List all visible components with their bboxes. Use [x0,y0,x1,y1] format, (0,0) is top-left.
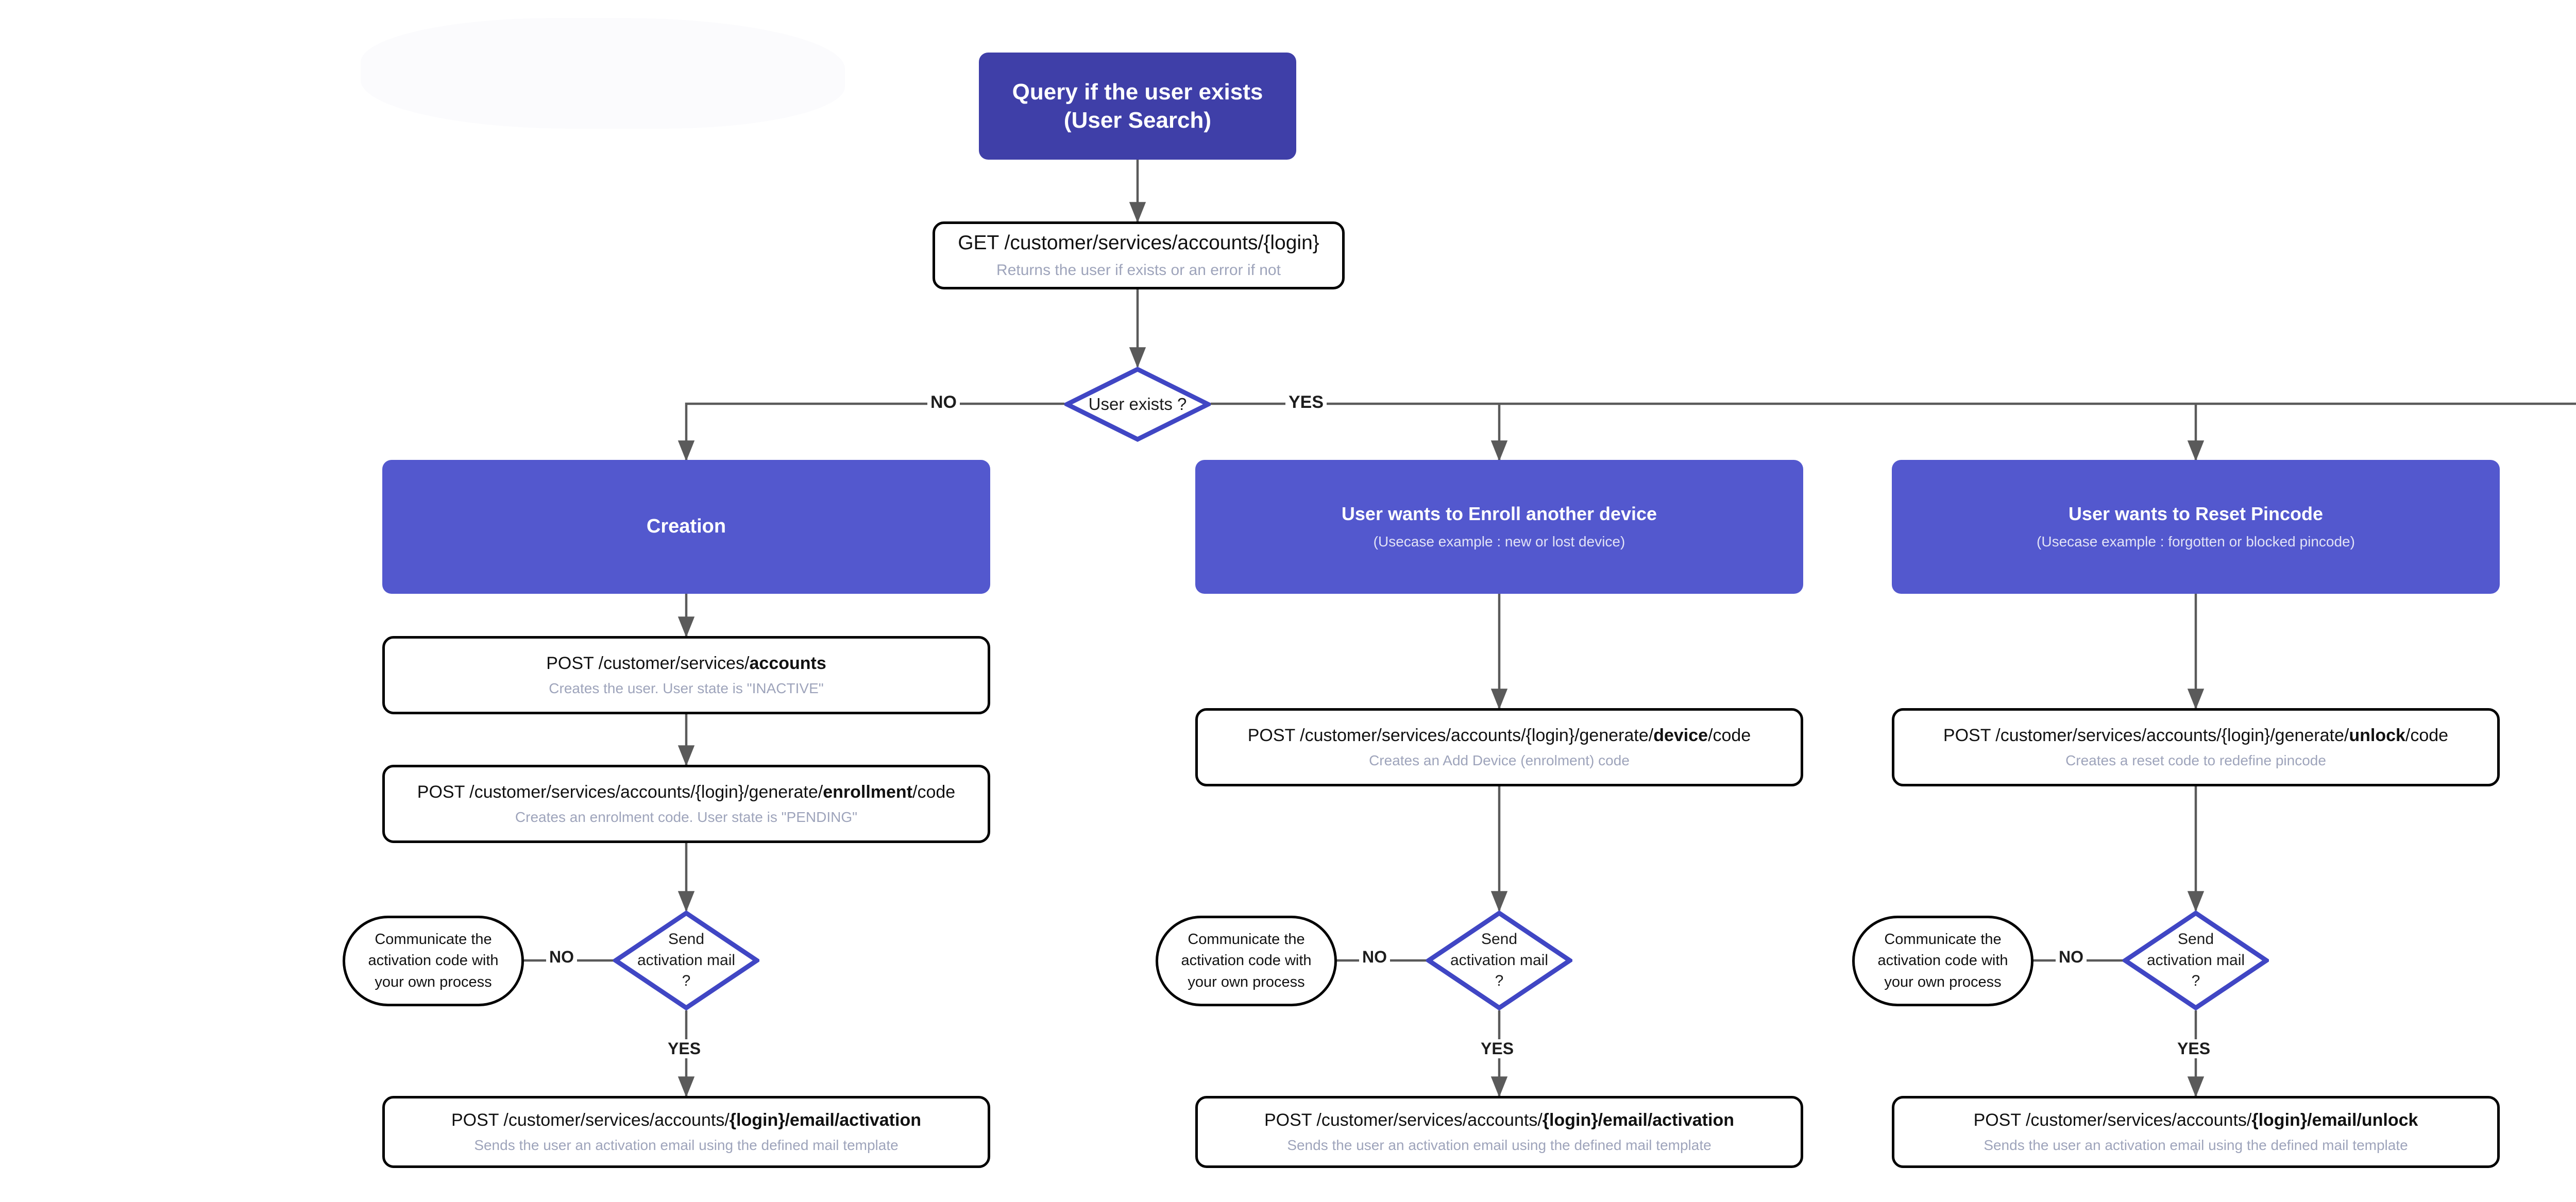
terminator-manual-reset[interactable]: Communicate the activation code with you… [1852,916,2033,1006]
background-watermark-blob [361,18,845,129]
step-email-activation-creation-title: POST /customer/services/accounts/{login}… [451,1110,921,1130]
step-email-activation-enroll-title: POST /customer/services/accounts/{login}… [1264,1110,1734,1130]
get-user-node[interactable]: GET /customer/services/accounts/{login} … [933,221,1345,289]
header-enroll-device[interactable]: User wants to Enroll another device (Use… [1195,460,1803,594]
edge-label-mail-yes-creation: YES [665,1039,704,1058]
edge-label-mail-yes-enroll: YES [1478,1039,1517,1058]
terminator-manual-enroll[interactable]: Communicate the activation code with you… [1156,916,1337,1006]
decision-user-exists-shape [1061,366,1214,442]
get-user-subtitle: Returns the user if exists or an error i… [996,262,1281,279]
edge-label-user-exists-yes: YES [1285,392,1327,413]
header-reset-pincode-title: User wants to Reset Pincode [2068,503,2324,525]
step-generate-unlock-code-title: POST /customer/services/accounts/{login}… [1943,725,2449,745]
get-user-title: GET /customer/services/accounts/{login} [958,231,1319,254]
edge-label-mail-yes-reset: YES [2174,1039,2214,1058]
step-email-unlock-reset-subtitle: Sends the user an activation email using… [1984,1137,2408,1154]
start-title-line1: Query if the user exists [1012,79,1263,105]
terminator-manual-reset-line3: your own process [1884,973,2002,990]
terminator-manual-creation[interactable]: Communicate the activation code with you… [343,916,524,1006]
header-enroll-device-subtitle: (Usecase example : new or lost device) [1373,534,1625,550]
header-creation[interactable]: Creation [382,460,990,594]
header-enroll-device-title: User wants to Enroll another device [1341,503,1657,525]
terminator-manual-enroll-line3: your own process [1188,973,1305,990]
edge-label-user-exists-no: NO [927,392,960,413]
terminator-manual-reset-line2: activation code with [1877,952,2008,969]
step-email-activation-creation-subtitle: Sends the user an activation email using… [474,1137,899,1154]
step-generate-unlock-code-subtitle: Creates a reset code to redefine pincode [2065,752,2326,769]
start-title-line2: (User Search) [1063,108,1212,133]
terminator-manual-enroll-line1: Communicate the [1188,931,1305,948]
step-email-activation-enroll[interactable]: POST /customer/services/accounts/{login}… [1195,1096,1803,1168]
step-generate-enrollment-code-title: POST /customer/services/accounts/{login}… [417,782,956,802]
step-generate-device-code-title: POST /customer/services/accounts/{login}… [1247,725,1751,745]
header-reset-pincode[interactable]: User wants to Reset Pincode (Usecase exa… [1892,460,2500,594]
start-node[interactable]: Query if the user exists (User Search) [979,53,1296,160]
step-email-activation-enroll-subtitle: Sends the user an activation email using… [1287,1137,1711,1154]
step-generate-unlock-code[interactable]: POST /customer/services/accounts/{login}… [1892,708,2500,786]
terminator-manual-creation-line2: activation code with [368,952,499,969]
step-create-account[interactable]: POST /customer/services/accounts Creates… [382,636,990,714]
decision-send-mail-reset-shape [2121,910,2271,1011]
step-generate-enrollment-code[interactable]: POST /customer/services/accounts/{login}… [382,765,990,843]
decision-send-mail-enroll[interactable]: Send activation mail ? [1424,910,1574,1011]
step-create-account-subtitle: Creates the user. User state is "INACTIV… [549,680,824,697]
terminator-manual-creation-line3: your own process [375,973,492,990]
edge-label-mail-no-enroll: NO [1359,948,1390,967]
step-generate-enrollment-code-subtitle: Creates an enrolment code. User state is… [515,809,858,826]
step-generate-device-code[interactable]: POST /customer/services/accounts/{login}… [1195,708,1803,786]
header-creation-title: Creation [646,516,726,538]
terminator-manual-creation-line1: Communicate the [375,931,492,948]
edge-label-mail-no-reset: NO [2056,948,2087,967]
decision-user-exists[interactable]: User exists ? [1061,366,1214,442]
step-email-activation-creation[interactable]: POST /customer/services/accounts/{login}… [382,1096,990,1168]
step-generate-device-code-subtitle: Creates an Add Device (enrolment) code [1369,752,1630,769]
step-email-unlock-reset[interactable]: POST /customer/services/accounts/{login}… [1892,1096,2500,1168]
header-reset-pincode-subtitle: (Usecase example : forgotten or blocked … [2037,534,2355,550]
decision-send-mail-reset[interactable]: Send activation mail ? [2121,910,2271,1011]
edge-label-mail-no-creation: NO [546,948,577,967]
step-email-unlock-reset-title: POST /customer/services/accounts/{login}… [1973,1110,2418,1130]
decision-send-mail-creation[interactable]: Send activation mail ? [611,910,761,1011]
decision-send-mail-enroll-shape [1424,910,1574,1011]
terminator-manual-enroll-line2: activation code with [1181,952,1312,969]
terminator-manual-reset-line1: Communicate the [1884,931,2002,948]
step-create-account-title: POST /customer/services/accounts [546,653,826,673]
decision-send-mail-creation-shape [611,910,761,1011]
